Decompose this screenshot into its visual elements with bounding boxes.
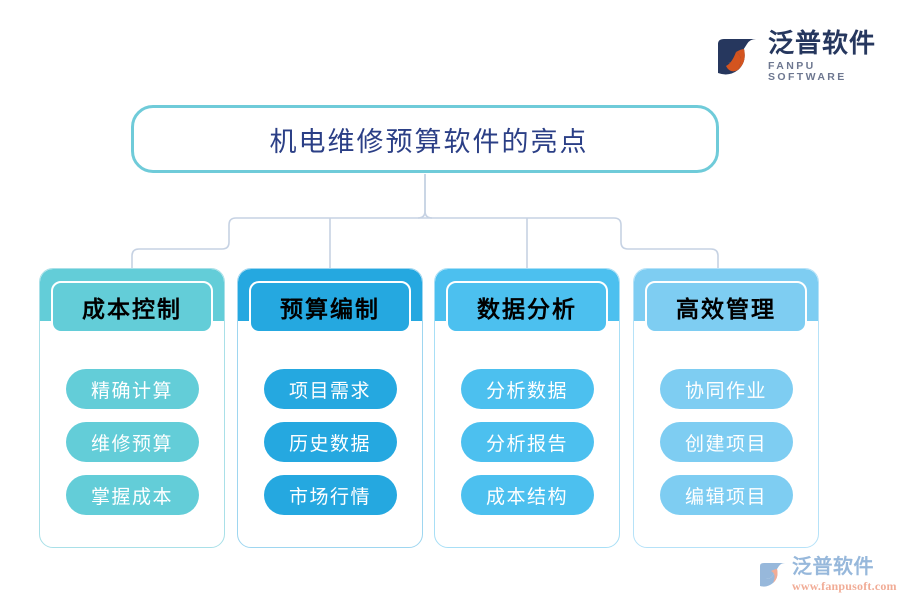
site-watermark: 泛普软件 www.fanpusoft.com [757,552,897,596]
list-item[interactable]: 分析报告 [460,422,594,462]
branch-card-4[interactable]: 高效管理 协同作业 创建项目 编辑项目 [633,268,819,548]
branch-card-1-header: 成本控制 [51,281,213,333]
brand-name-en: FANPU SOFTWARE [768,60,847,83]
brand-name-cn: 泛普软件 [768,28,877,58]
list-item[interactable]: 成本结构 [460,475,594,515]
list-item[interactable]: 市场行情 [263,475,397,515]
branch-card-2[interactable]: 预算编制 项目需求 历史数据 市场行情 [237,268,423,548]
branch-card-3-header: 数据分析 [446,281,608,333]
branch-card-4-header: 高效管理 [645,281,807,333]
brand-logo-text: 泛普软件 FANPU SOFTWARE [768,30,880,82]
branch-card-2-header: 预算编制 [249,281,411,333]
list-item[interactable]: 编辑项目 [659,475,793,515]
branch-card-2-body: 项目需求 历史数据 市场行情 [238,347,422,547]
fanpu-watermark-icon [757,561,787,587]
branch-card-1-title: 成本控制 [82,297,182,322]
fanpu-logo-icon [714,36,760,76]
branch-card-3-body: 分析数据 分析报告 成本结构 [435,347,619,547]
watermark-name: 泛普软件 [792,555,874,578]
list-item[interactable]: 分析数据 [460,369,594,409]
branch-card-1-body: 精确计算 维修预算 掌握成本 [40,347,224,547]
list-item[interactable]: 掌握成本 [65,475,199,515]
branch-card-4-body: 协同作业 创建项目 编辑项目 [634,347,818,547]
list-item[interactable]: 维修预算 [65,422,199,462]
list-item[interactable]: 精确计算 [65,369,199,409]
branch-card-3-title: 数据分析 [477,297,577,322]
branch-card-1[interactable]: 成本控制 精确计算 维修预算 掌握成本 [39,268,225,548]
branch-card-3[interactable]: 数据分析 分析数据 分析报告 成本结构 [434,268,620,548]
list-item[interactable]: 协同作业 [659,369,793,409]
branch-card-2-title: 预算编制 [280,297,380,322]
brand-logo: 泛普软件 FANPU SOFTWARE [714,28,880,84]
site-watermark-text: 泛普软件 www.fanpusoft.com [792,557,897,592]
page-title-box: 机电维修预算软件的亮点 [131,105,719,173]
list-item[interactable]: 项目需求 [263,369,397,409]
list-item[interactable]: 创建项目 [659,422,793,462]
watermark-url: www.fanpusoft.com [792,578,897,593]
branch-card-4-title: 高效管理 [676,297,776,322]
page-title: 机电维修预算软件的亮点 [269,126,589,157]
list-item[interactable]: 历史数据 [263,422,397,462]
